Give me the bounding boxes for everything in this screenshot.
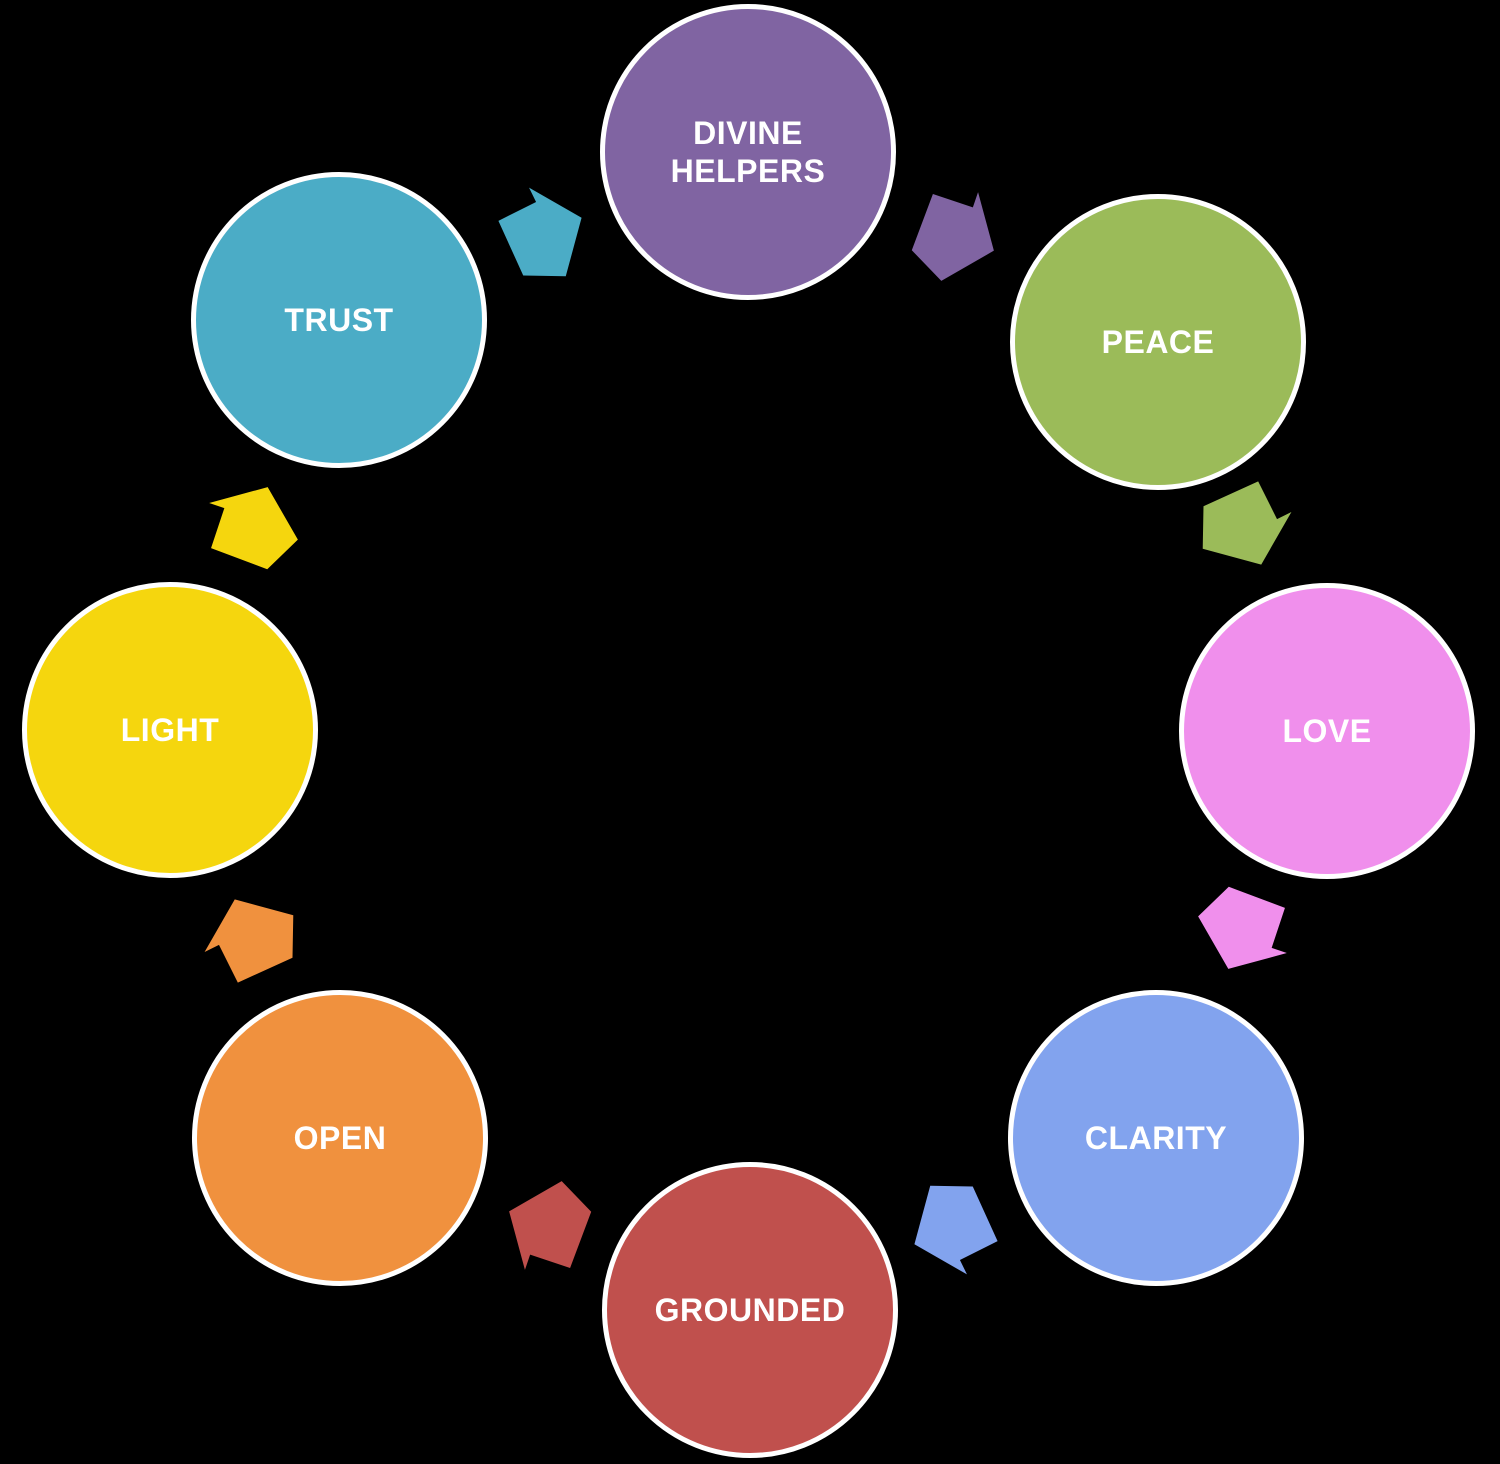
node-clarity-label: CLARITY	[1084, 1119, 1228, 1156]
node-peace-label: PEACE	[1101, 323, 1215, 360]
node-grounded: GROUNDED	[602, 1162, 898, 1458]
arrow-icon-open-to-light	[204, 899, 294, 983]
arrow-icon-grounded-to-open	[509, 1181, 592, 1270]
arrow-icon-love-to-clarity	[1198, 886, 1287, 969]
node-grounded-label: GROUNDED	[654, 1291, 846, 1328]
arrow-icon-divine-helpers-to-peace	[911, 192, 994, 281]
node-trust: TRUST	[191, 172, 487, 468]
node-light: LIGHT	[22, 582, 318, 878]
node-clarity: CLARITY	[1008, 990, 1304, 1286]
node-open-label: OPEN	[293, 1119, 387, 1156]
node-love-label: LOVE	[1282, 712, 1372, 749]
node-peace: PEACE	[1010, 194, 1306, 490]
node-divine-helpers: DIVINE HELPERS	[600, 4, 896, 300]
arrow-icon-peace-to-love	[1202, 481, 1292, 565]
node-trust-label: TRUST	[284, 301, 394, 338]
node-divine-helpers-label: DIVINE HELPERS	[670, 114, 826, 189]
node-love: LOVE	[1179, 583, 1475, 879]
arrow-icon-trust-to-divine-helpers	[498, 187, 582, 277]
arrow-icon-clarity-to-grounded	[914, 1185, 998, 1275]
node-light-label: LIGHT	[120, 711, 220, 748]
arrow-icon-light-to-trust	[209, 487, 298, 570]
node-open: OPEN	[192, 990, 488, 1286]
